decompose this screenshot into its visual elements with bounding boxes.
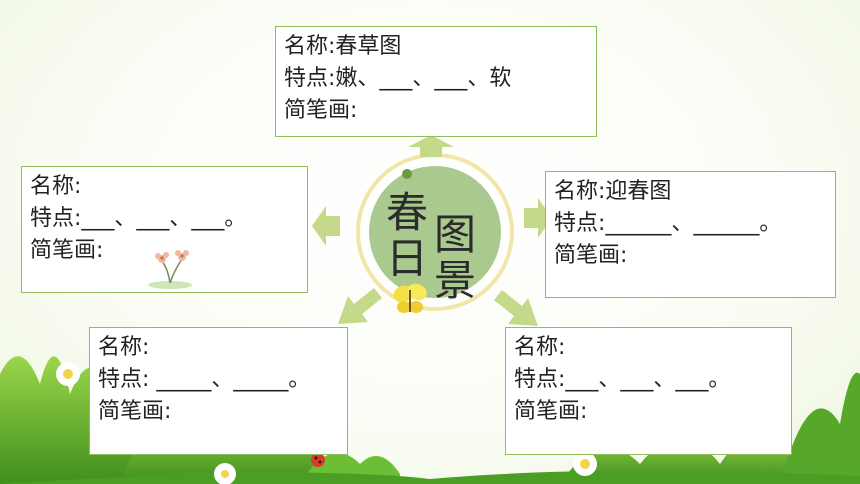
card-drawing: 简笔画: bbox=[98, 399, 172, 424]
card-bottom-left: 名称: 特点: _____、_____。 简笔画: bbox=[89, 327, 348, 455]
card-right: 名称:迎春图 特点:______、______。 简笔画: bbox=[545, 171, 836, 298]
card-feature: 特点:___、___、___。 bbox=[30, 206, 247, 231]
arrow-down-left-icon bbox=[338, 288, 382, 324]
card-name: 名称:迎春图 bbox=[554, 179, 672, 204]
center-char-4: 景 bbox=[434, 256, 477, 305]
card-drawing: 简笔画: bbox=[554, 243, 628, 268]
card-drawing: 简笔画: bbox=[30, 238, 104, 263]
card-feature: 特点:嫩、___、___、软 bbox=[284, 66, 512, 91]
arrow-left-icon bbox=[312, 206, 340, 246]
card-name: 名称: bbox=[514, 335, 566, 360]
card-name: 名称:春草图 bbox=[284, 34, 402, 59]
card-feature: 特点: _____、_____。 bbox=[98, 367, 311, 392]
card-drawing: 简笔画: bbox=[514, 399, 588, 424]
center-char-2: 日 bbox=[386, 234, 429, 283]
flower-sketch-icon bbox=[148, 250, 192, 289]
center-char-3: 图 bbox=[434, 210, 477, 259]
card-left: 名称: 特点:___、___、___。 简笔画: bbox=[21, 166, 308, 293]
card-name: 名称: bbox=[98, 335, 150, 360]
card-bottom-right: 名称: 特点:___、___、___。 简笔画: bbox=[505, 327, 792, 455]
card-top: 名称:春草图 特点:嫩、___、___、软 简笔画: bbox=[275, 26, 597, 137]
card-feature: 特点:___、___、___。 bbox=[514, 367, 731, 392]
card-name: 名称: bbox=[30, 174, 82, 199]
card-feature: 特点:______、______。 bbox=[554, 211, 782, 236]
center-char-1: 春 bbox=[386, 188, 429, 237]
card-drawing: 简笔画: bbox=[284, 98, 358, 123]
arrow-down-right-icon bbox=[494, 290, 538, 326]
arrow-up-icon bbox=[408, 135, 454, 157]
butterfly-icon bbox=[393, 283, 427, 313]
